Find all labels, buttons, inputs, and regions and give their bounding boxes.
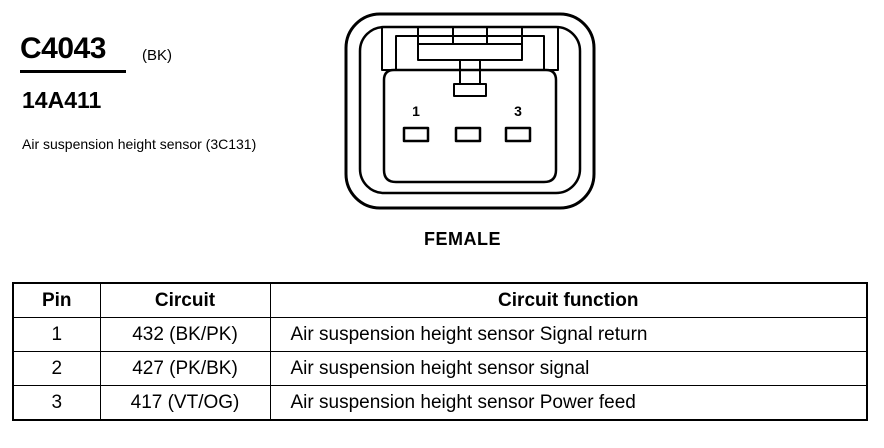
cell-circuit: 427 (PK/BK) bbox=[99, 351, 271, 386]
pin-label-1: 1 bbox=[412, 103, 420, 119]
cell-circuit: 417 (VT/OG) bbox=[99, 385, 271, 421]
cell-pin: 2 bbox=[12, 351, 101, 386]
pinout-table: Pin Circuit Circuit function 1 432 (BK/P… bbox=[12, 282, 868, 421]
table-header-row: Pin Circuit Circuit function bbox=[12, 282, 868, 318]
cell-pin: 1 bbox=[12, 317, 101, 352]
cell-circuit-function: Air suspension height sensor Signal retu… bbox=[269, 317, 868, 352]
mating-face bbox=[382, 68, 558, 184]
cell-circuit-function: Air suspension height sensor Power feed bbox=[269, 385, 868, 421]
table-row: 1 432 (BK/PK) Air suspension height sens… bbox=[12, 317, 868, 352]
connector-id: C4043 bbox=[20, 32, 106, 65]
terminal-cavity-2 bbox=[454, 126, 482, 143]
connector-color: (BK) bbox=[142, 47, 172, 64]
pin-label-3: 3 bbox=[514, 103, 522, 119]
cell-circuit: 432 (BK/PK) bbox=[99, 317, 271, 352]
table-row: 3 417 (VT/OG) Air suspension height sens… bbox=[12, 385, 868, 421]
cell-circuit-function: Air suspension height sensor signal bbox=[269, 351, 868, 386]
connector-inner-shell bbox=[358, 25, 582, 195]
connector-face-label: FEMALE bbox=[424, 229, 501, 249]
connector-id-underline bbox=[20, 70, 126, 73]
terminal-cavity-1 bbox=[402, 126, 430, 143]
header-pin: Pin bbox=[12, 282, 101, 318]
table-row: 2 427 (PK/BK) Air suspension height sens… bbox=[12, 351, 868, 386]
header-circuit-function: Circuit function bbox=[269, 282, 868, 318]
locking-tab bbox=[381, 27, 559, 97]
cell-pin: 3 bbox=[12, 385, 101, 421]
connector-face-drawing: 1 3 bbox=[344, 12, 596, 210]
harness-id: 14A411 bbox=[22, 87, 102, 113]
connector-outer-shell bbox=[344, 12, 596, 210]
header-circuit: Circuit bbox=[99, 282, 271, 318]
terminal-cavity-3 bbox=[504, 126, 532, 143]
component-description: Air suspension height sensor (3C131) bbox=[22, 136, 257, 152]
